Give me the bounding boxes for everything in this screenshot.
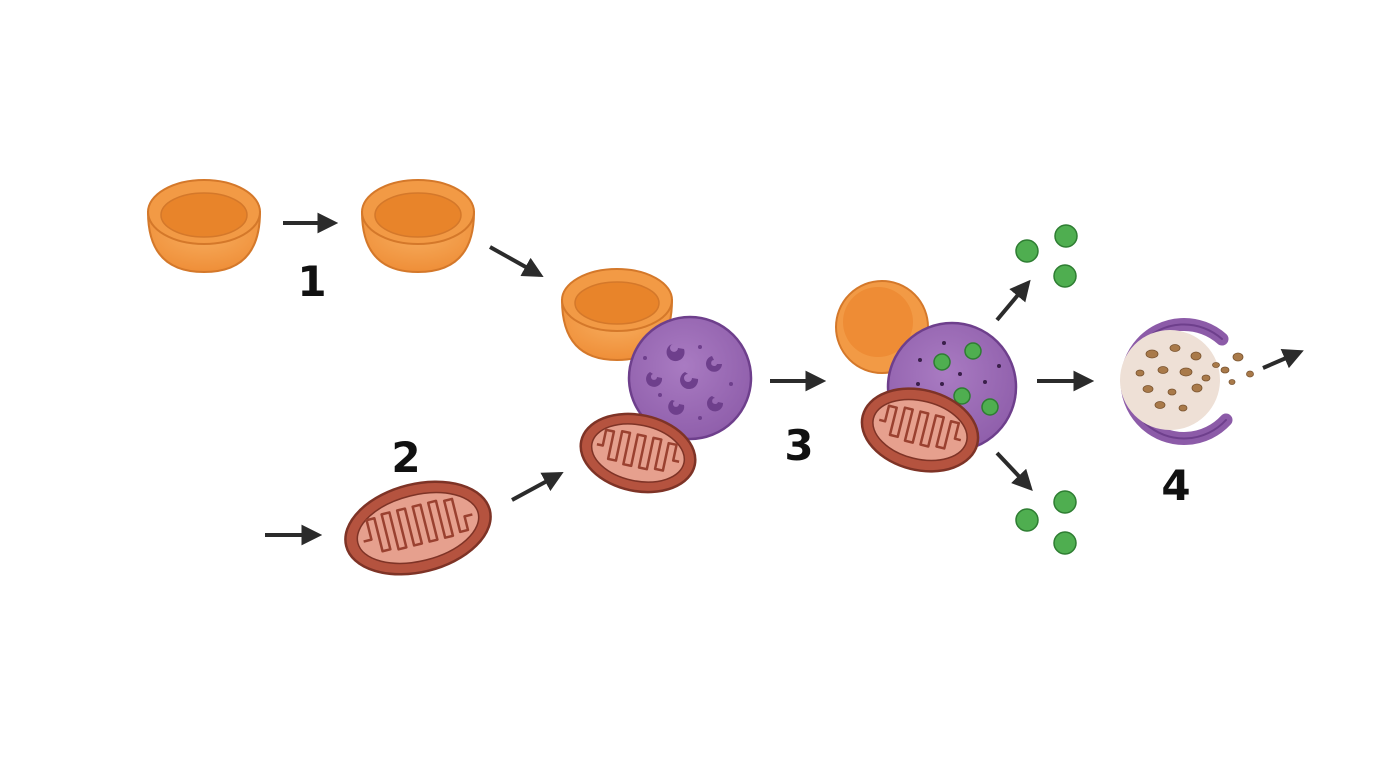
- released-granules-top: [1015, 224, 1078, 288]
- autolysosome: [1120, 318, 1233, 445]
- mitochondrion-1: [344, 480, 492, 576]
- step-label-1: 1: [297, 257, 326, 306]
- escaping-debris: [1220, 352, 1254, 385]
- lysosome-1: [627, 315, 753, 441]
- arrow-4: [511, 472, 564, 502]
- arrow-9: [1262, 349, 1304, 370]
- phagophore-cup-2: [360, 179, 476, 274]
- arrow-2: [489, 245, 544, 278]
- arrow-7: [995, 451, 1033, 492]
- step-label-2: 2: [391, 433, 420, 482]
- step-label-3: 3: [784, 421, 813, 470]
- mitochondrion-3: [860, 387, 980, 473]
- released-granules-bottom: [1015, 490, 1077, 555]
- arrow-6: [995, 279, 1031, 322]
- phagophore-cup-1: [146, 179, 262, 274]
- mitochondrion-2: [579, 412, 697, 494]
- step-label-4: 4: [1161, 461, 1190, 510]
